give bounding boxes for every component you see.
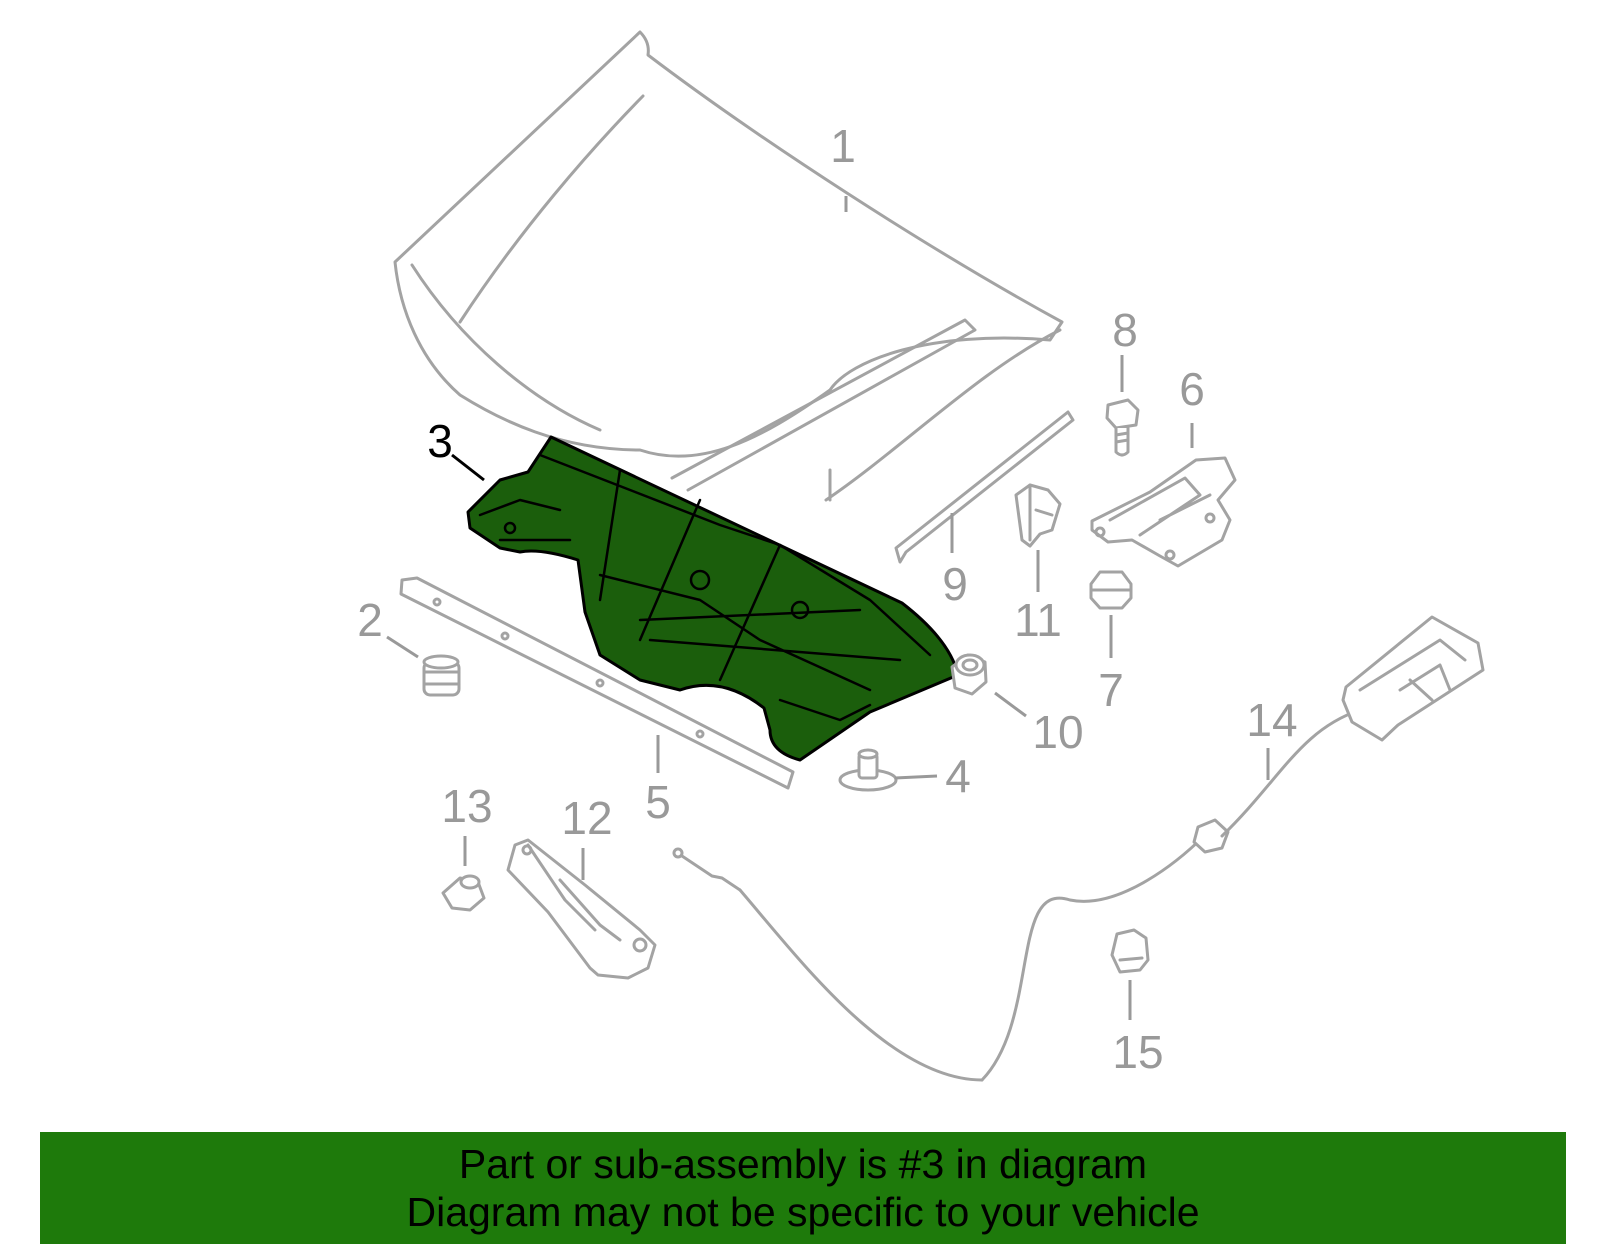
callout-8: 8: [1112, 304, 1138, 356]
part-10-grommet[interactable]: [950, 653, 988, 696]
leader-2: [386, 635, 419, 659]
callout-5: 5: [645, 776, 671, 828]
callout-11: 11: [1014, 594, 1062, 646]
part-8-bolt[interactable]: [1105, 398, 1140, 457]
callout-7: 7: [1098, 664, 1124, 716]
part-12-latch[interactable]: [506, 838, 657, 980]
part-7-cap[interactable]: [1089, 570, 1133, 610]
leader-3: [451, 453, 485, 482]
info-banner: Part or sub-assembly is #3 in diagram Di…: [40, 1132, 1566, 1244]
callout-13: 13: [441, 780, 492, 832]
callout-9: 9: [942, 558, 968, 610]
callout-2: 2: [357, 594, 383, 646]
banner-line-disclaimer: Diagram may not be specific to your vehi…: [406, 1189, 1200, 1235]
part-4-clip[interactable]: [838, 748, 898, 792]
part-1-hood[interactable]: [393, 30, 1064, 502]
part-14-cable[interactable]: [672, 615, 1485, 1082]
parts-diagram: 1 2 3 4 5 6 7 8 9 10 11 12 13 14 15: [357, 30, 1485, 1082]
callout-1: 1: [830, 120, 856, 172]
callout-12: 12: [561, 792, 612, 844]
part-9-seal[interactable]: [894, 410, 1075, 564]
callout-6: 6: [1179, 363, 1205, 415]
part-5-strip[interactable]: [399, 576, 795, 790]
callout-15: 15: [1112, 1026, 1163, 1078]
callout-4: 4: [945, 750, 971, 802]
part-11-clip[interactable]: [1014, 483, 1062, 548]
leader-4: [894, 774, 938, 780]
callout-labels: 1 2 3 4 5 6 7 8 9 10 11 12 13 14 15: [357, 120, 1297, 1078]
callout-10: 10: [1032, 706, 1083, 758]
part-2-bumper[interactable]: [422, 654, 461, 697]
part-15-retainer[interactable]: [1110, 928, 1150, 974]
part-13-plug[interactable]: [441, 874, 486, 912]
leader-10: [994, 691, 1027, 718]
part-3-insulator[interactable]: [466, 435, 960, 762]
part-6-hinge[interactable]: [1090, 456, 1237, 568]
leader-lines: [386, 196, 1270, 1020]
callout-3: 3: [427, 415, 453, 467]
banner-line-part: Part or sub-assembly is #3 in diagram: [458, 1141, 1148, 1187]
callout-14: 14: [1246, 694, 1297, 746]
